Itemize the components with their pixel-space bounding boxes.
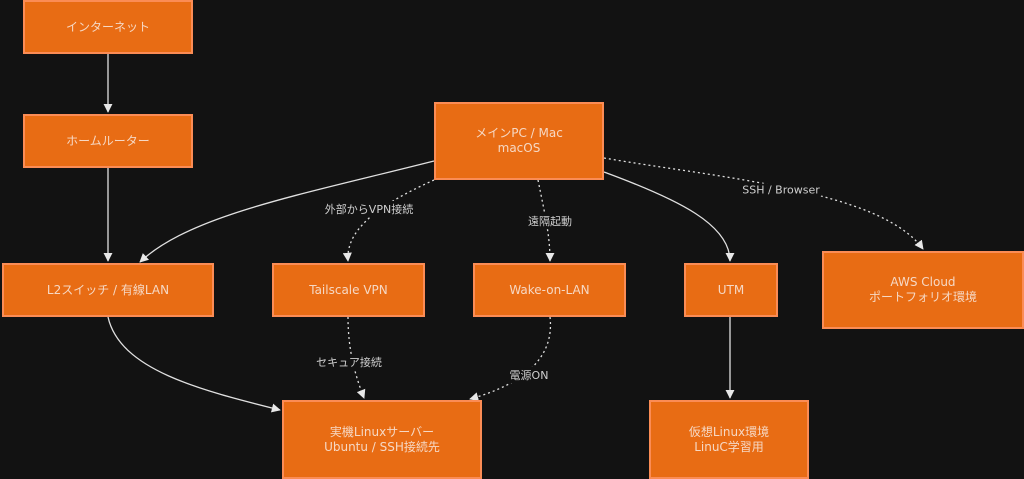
node-virtuallinux-label-2: LinuC学習用 [694,439,764,454]
node-utm-label: UTM [717,282,745,297]
edge-tailscale-linuxserver [347,316,366,399]
node-mainpc[interactable]: メインPC / Mac macOS [434,102,604,180]
node-virtuallinux[interactable]: 仮想Linux環境 LinuC学習用 [649,400,809,479]
edge-mainpc-l2switch [139,160,435,263]
edge-label-vpn: 外部からVPN接続 [323,201,415,217]
edge-label-remote-boot: 遠隔起動 [527,213,573,229]
edge-mainpc-aws [603,157,924,250]
edge-label-ssh-browser: SSH / Browser [741,183,821,197]
edge-label-power-on: 電源ON [508,367,550,383]
edge-mainpc-wol [537,179,555,262]
node-linuxserver-label-1: 実機Linuxサーバー [329,424,435,439]
node-tailscale[interactable]: Tailscale VPN [272,263,425,317]
edge-wol-linuxserver [469,316,552,402]
node-wol-label: Wake-on-LAN [509,282,590,297]
node-wol[interactable]: Wake-on-LAN [473,263,626,317]
node-l2switch-label: L2スイッチ / 有線LAN [46,282,170,297]
node-mainpc-label-2: macOS [497,141,541,155]
node-tailscale-label: Tailscale VPN [309,282,388,297]
node-internet[interactable]: インターネット [23,0,193,54]
node-mainpc-label-1: メインPC / Mac [475,126,563,140]
node-aws-label-1: AWS Cloud [890,275,956,289]
node-internet-label: インターネット [65,19,150,34]
node-utm[interactable]: UTM [684,263,778,317]
node-aws-label-2: ポートフォリオ環境 [868,290,977,304]
edge-label-secure: セキュア接続 [315,354,383,370]
node-virtuallinux-label-1: 仮想Linux環境 [688,424,770,439]
node-aws[interactable]: AWS Cloud ポートフォリオ環境 [822,251,1024,329]
edge-l2switch-linuxserver [107,316,281,413]
node-linuxserver[interactable]: 実機Linuxサーバー Ubuntu / SSH接続先 [282,400,482,479]
node-router[interactable]: ホームルーター [23,114,193,168]
node-l2switch[interactable]: L2スイッチ / 有線LAN [2,263,214,317]
node-linuxserver-label-2: Ubuntu / SSH接続先 [324,439,440,454]
node-router-label: ホームルーター [66,133,150,148]
edge-mainpc-utm [603,171,735,262]
edge-mainpc-tailscale [342,179,435,262]
